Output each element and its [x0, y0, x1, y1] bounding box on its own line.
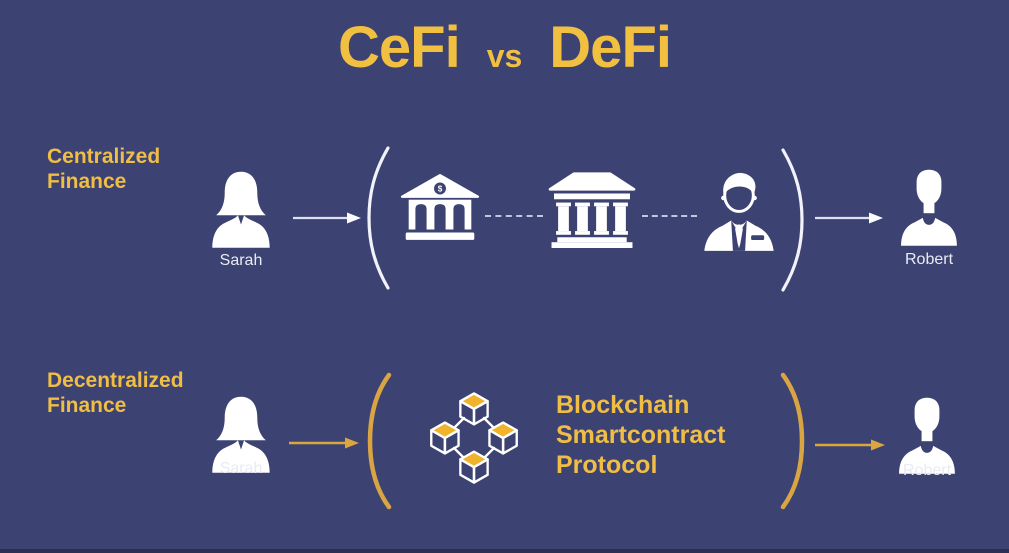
protocol-text: Blockchain Smartcontract Protocol — [556, 390, 726, 480]
bottom-edge — [0, 549, 1009, 553]
open-bracket — [367, 372, 392, 510]
title-defi: DeFi — [549, 15, 672, 80]
cefi-receiver-robert: Robert — [890, 167, 968, 269]
defi-label-line1: Decentralized — [47, 369, 184, 392]
arrow-icon — [289, 437, 359, 449]
defi-sender-sarah: Sarah — [202, 395, 280, 478]
defi-receiver-robert: Robert — [888, 395, 966, 480]
arrow-icon — [815, 439, 885, 451]
arrow-icon — [293, 212, 361, 224]
close-bracket — [780, 372, 805, 510]
female-user-icon — [212, 171, 270, 248]
close-bracket — [781, 148, 804, 292]
dashed-connector — [485, 215, 543, 217]
government-building-icon — [548, 172, 636, 248]
banker-icon — [704, 172, 774, 251]
dashed-connector — [642, 215, 697, 217]
title-cefi: CeFi — [338, 15, 461, 80]
cefi-sender-sarah: Sarah — [202, 170, 280, 270]
title-vs: vs — [486, 38, 523, 74]
dollar-sign: $ — [438, 184, 443, 193]
male-user-icon — [899, 397, 955, 474]
male-user-icon — [901, 169, 957, 246]
defi-row-label: Decentralized Finance — [47, 368, 184, 418]
person-name: Sarah — [219, 252, 263, 269]
protocol-text-line: Protocol — [556, 451, 658, 479]
cefi-row-label: Centralized Finance — [47, 144, 160, 194]
defi-label-line2: Finance — [47, 394, 127, 417]
arrow-icon — [815, 212, 883, 224]
female-user-icon — [212, 396, 270, 473]
protocol-text-line: Blockchain — [556, 391, 690, 419]
protocol-text-line: Smartcontract — [556, 421, 726, 449]
bank-icon: $ — [400, 173, 480, 240]
open-bracket — [367, 146, 390, 290]
cefi-label-line2: Finance — [47, 170, 127, 193]
person-name: Robert — [904, 251, 954, 268]
cefi-label-line1: Centralized — [47, 145, 161, 168]
page-title: CeFi vs DeFi — [0, 14, 1009, 81]
person-name: Sarah — [219, 460, 263, 477]
blockchain-icon — [430, 392, 518, 484]
person-name: Robert — [902, 462, 952, 479]
